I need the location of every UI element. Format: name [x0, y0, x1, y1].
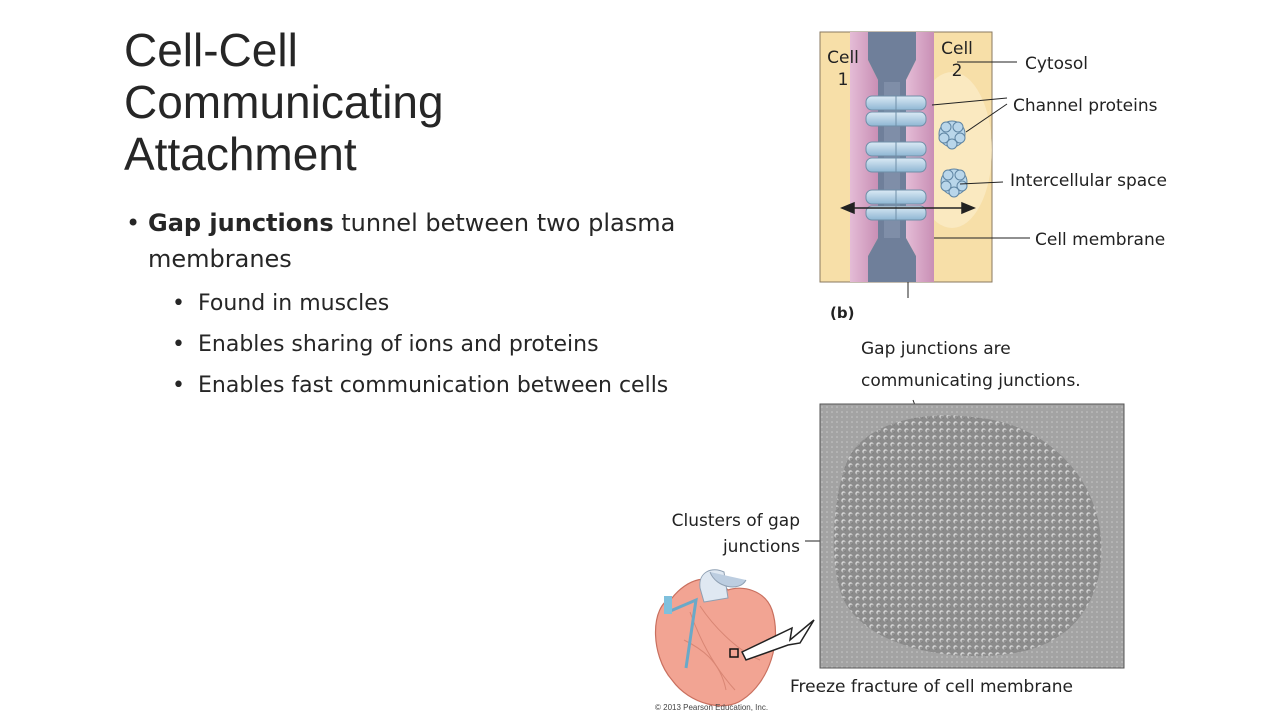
copyright-text: © 2013 Pearson Education, Inc.: [655, 703, 769, 712]
heart-illustration: [655, 569, 776, 707]
cell2-label-number: 2: [951, 61, 963, 81]
title-line: Cell-Cell: [124, 24, 298, 76]
cell1-label-number: 1: [837, 70, 849, 90]
hollow-arrow: [740, 619, 815, 661]
channel-proteins-label: Channel proteins: [1013, 96, 1158, 116]
main-bullet: Gap junctions tunnel between two plasma …: [124, 205, 708, 277]
title-line: Attachment: [124, 128, 357, 180]
clusters-label-line: Clusters of gap: [671, 511, 800, 531]
bullet-text: tunnel between two plasma membranes: [148, 209, 676, 273]
panel-letter: (b): [830, 304, 855, 322]
cell2-label-word: Cell: [941, 39, 973, 59]
sub-bullet: Enables fast communication between cells: [124, 365, 804, 406]
freeze-fracture-micrograph: [819, 403, 1125, 669]
cell1-label: Cell 1: [824, 47, 862, 91]
clusters-label: Clusters of gap junctions: [636, 508, 800, 560]
title-line: Communicating: [124, 76, 444, 128]
bullet-list: Gap junctions tunnel between two plasma …: [124, 205, 804, 406]
cytosol-label: Cytosol: [1025, 54, 1088, 74]
intercellular-space-label: Intercellular space: [1010, 171, 1167, 191]
micrograph-caption: Freeze fracture of cell membrane: [790, 677, 1073, 697]
bullet-bold-term: Gap junctions: [148, 209, 334, 237]
clusters-label-line: junctions: [722, 537, 800, 557]
sub-bullet: Found in muscles: [124, 283, 804, 324]
double-arrow: [840, 201, 976, 215]
caption-line: Gap junctions are: [861, 339, 1011, 359]
cell1-label-word: Cell: [827, 48, 859, 68]
cell-membrane-label: Cell membrane: [1035, 230, 1166, 250]
figure-caption: Gap junctions are communicating junction…: [861, 333, 1081, 397]
slide-title: Cell-Cell Communicating Attachment: [124, 24, 684, 180]
cell2-label: Cell 2: [937, 38, 977, 82]
sub-bullet: Enables sharing of ions and proteins: [124, 324, 804, 365]
connexon-end-views: [938, 120, 968, 198]
caption-line: communicating junctions.: [861, 371, 1081, 391]
